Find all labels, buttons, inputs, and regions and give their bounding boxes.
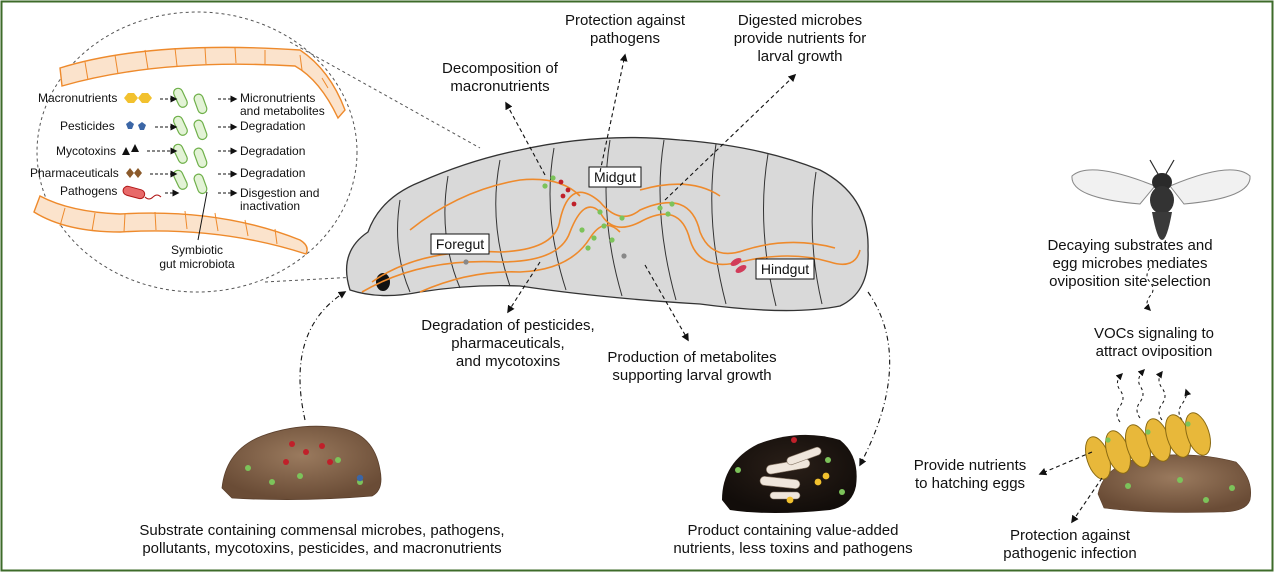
pesticide-icon (138, 122, 146, 130)
adult-fly-icon (1071, 159, 1251, 240)
epithelium-top (59, 46, 346, 120)
mycotoxin-icon (122, 147, 130, 155)
pharmaceutical-icon (126, 168, 134, 178)
mycotoxin-icon (131, 144, 139, 152)
larva: Foregut Midgut Hindgut (346, 136, 869, 312)
inset-row-label-pharmaceuticals: Pharmaceuticals (30, 166, 119, 180)
pharmaceutical-icon (134, 168, 142, 178)
inset-row-label-mycotoxins: Mycotoxins (56, 144, 116, 158)
hindgut-box (755, 258, 815, 280)
inset-row-label-macronutrients: Macronutrients (38, 91, 117, 105)
pathogen-icon (122, 185, 162, 200)
midgut-label: Midgut (594, 169, 636, 185)
macronutrient-icon (124, 93, 138, 103)
midgut-box (588, 166, 642, 188)
pesticide-icon (126, 121, 134, 129)
foregut-label: Foregut (436, 236, 484, 252)
inset-result-pharmaceuticals: Degradation (240, 166, 305, 180)
substrate-caption: Substrate containing commensal microbes,… (139, 522, 504, 557)
inset-row-label-pathogens: Pathogens (60, 184, 117, 198)
inset-result-mycotoxins: Degradation (240, 144, 305, 158)
degradation-label: Degradation of pesticides,pharmaceutical… (421, 317, 594, 370)
product-pile (722, 434, 857, 513)
substrate-pile (221, 425, 382, 500)
hindgut-label: Hindgut (761, 261, 809, 277)
egg-cluster (1085, 412, 1251, 513)
macronutrient-icon (138, 93, 152, 103)
inset-result-pesticides: Degradation (240, 119, 305, 133)
epithelium-bottom (33, 195, 308, 255)
foregut-box (430, 233, 490, 255)
inset-row-label-pesticides: Pesticides (60, 119, 115, 133)
